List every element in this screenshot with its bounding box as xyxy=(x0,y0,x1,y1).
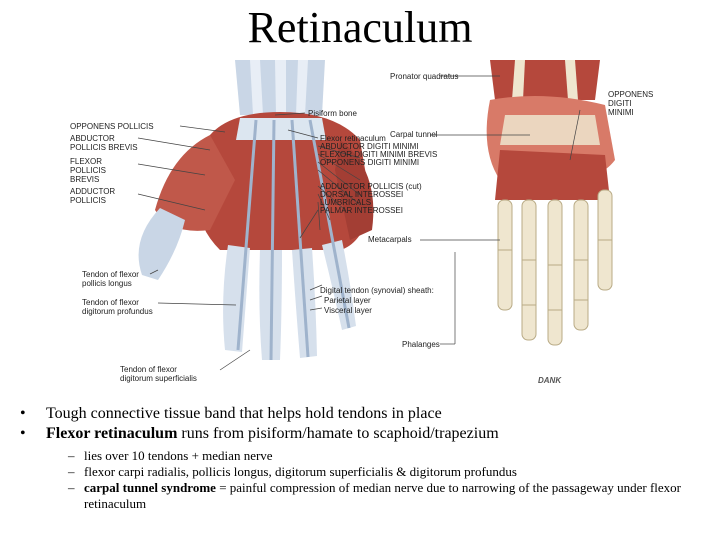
label-flexor-pollicis-brevis: FLEXOR xyxy=(70,157,103,166)
label-pronator-quadratus: Pronator quadratus xyxy=(390,72,459,81)
label-metacarpals: Metacarpals xyxy=(368,235,412,244)
leader-lines xyxy=(137,75,581,371)
label-dorsal-interossei: DORSAL INTEROSSEI xyxy=(320,190,404,199)
sub-bullet-dash: – xyxy=(68,464,75,479)
label-tendon-fdp-2: digitorum profundus xyxy=(82,307,153,316)
sub-bullet-text: lies over 10 tendons + median nerve xyxy=(84,448,273,463)
bullet-bold-term: Flexor retinaculum xyxy=(46,425,178,442)
label-pisiform: Pisiform bone xyxy=(308,109,357,118)
bullet-item: • Tough connective tissue band that help… xyxy=(20,404,710,424)
bullet-text: Tough connective tissue band that helps … xyxy=(46,405,442,422)
label-opponens-digiti-minimi-right: OPPONENS xyxy=(608,90,654,99)
label-lumbricals: LUMBRICALS xyxy=(320,198,372,207)
label-opponens-pollicis: OPPONENS POLLICIS xyxy=(70,122,154,131)
label-palmar-interossei: PALMAR INTEROSSEI xyxy=(320,206,403,215)
bullet-list: • Tough connective tissue band that help… xyxy=(20,404,710,512)
sub-bullet-dash: – xyxy=(68,448,75,463)
sub-bullet-item: – lies over 10 tendons + median nerve xyxy=(68,448,710,464)
slide-title: Retinaculum xyxy=(247,3,473,52)
label-adductor-pollicis-2: POLLICIS xyxy=(70,196,107,205)
label-abductor-digiti-minimi: ABDUCTOR DIGITI MINIMI xyxy=(320,142,419,151)
label-adductor-pollicis: ADDUCTOR xyxy=(70,187,116,196)
label-tendon-fdp: Tendon of flexor xyxy=(82,298,139,307)
label-tendon-fpl-2: pollicis longus xyxy=(82,279,132,288)
right-hand-drawing xyxy=(486,60,615,346)
bullet-item: • Flexor retinaculum runs from pisiform/… xyxy=(20,424,710,444)
label-flexor-pollicis-brevis-3: BREVIS xyxy=(70,175,100,184)
label-tendon-fds-2: digitorum superficialis xyxy=(120,374,197,383)
label-adductor-pollicis-cut: ADDUCTOR POLLICIS (cut) xyxy=(320,182,422,191)
sub-bullet-item: – carpal tunnel syndrome = painful compr… xyxy=(68,480,710,512)
bullet-dot: • xyxy=(20,405,26,422)
label-digital-tendon-sheath: Digital tendon (synovial) sheath: xyxy=(320,286,434,295)
label-flexor-pollicis-brevis-2: POLLICIS xyxy=(70,166,107,175)
hand-illustration xyxy=(137,60,615,371)
label-flexor-retinaculum: Flexor retinaculum xyxy=(320,134,386,143)
label-visceral-layer: Visceral layer xyxy=(324,306,372,315)
label-opponens-digiti-minimi-right-2: DIGITI xyxy=(608,99,632,108)
sub-bullet-item: – flexor carpi radialis, pollicis longus… xyxy=(68,464,710,480)
hand-anatomy-figure: OPPONENS POLLICIS ABDUCTOR POLLICIS BREV… xyxy=(60,60,670,390)
label-tendon-fpl: Tendon of flexor xyxy=(82,270,139,279)
sub-bullet-bold-term: carpal tunnel syndrome xyxy=(84,480,216,495)
left-hand-drawing xyxy=(138,60,374,361)
bullet-text: runs from pisiform/hamate to scaphoid/tr… xyxy=(177,425,499,442)
bullet-dot: • xyxy=(20,425,26,442)
label-opponens-digiti-minimi-right-3: MINIMI xyxy=(608,108,634,117)
label-carpal-tunnel: Carpal tunnel xyxy=(390,130,438,139)
sub-bullet-text: = painful compression of median nerve du… xyxy=(84,480,682,511)
label-abductor-pollicis-brevis-2: POLLICIS BREVIS xyxy=(70,143,138,152)
illustrator-signature: DANK xyxy=(538,376,562,385)
label-tendon-fds: Tendon of flexor xyxy=(120,365,177,374)
label-phalanges: Phalanges xyxy=(402,340,440,349)
label-opponens-digiti-minimi: OPPONENS DIGITI MINIMI xyxy=(320,158,420,167)
sub-bullet-list: – lies over 10 tendons + median nerve – … xyxy=(68,448,710,512)
label-flexor-digiti-minimi: FLEXOR DIGITI MINIMI BREVIS xyxy=(320,150,438,159)
sub-bullet-text: flexor carpi radialis, pollicis longus, … xyxy=(84,464,517,479)
label-parietal-layer: Parietal layer xyxy=(324,296,371,305)
label-abductor-pollicis-brevis: ABDUCTOR xyxy=(70,134,115,143)
sub-bullet-dash: – xyxy=(68,480,75,495)
